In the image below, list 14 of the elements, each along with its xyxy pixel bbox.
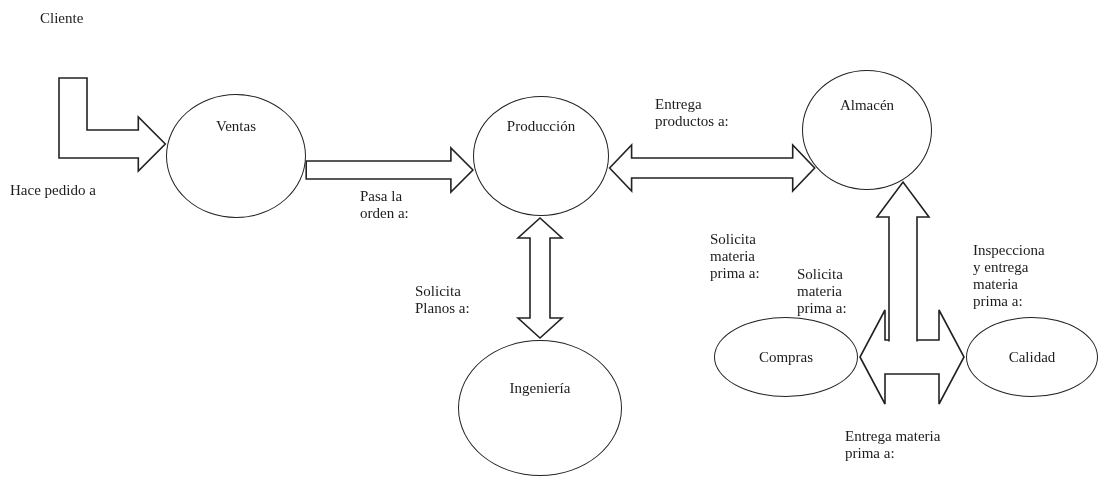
node-label: Ventas xyxy=(216,117,256,135)
node-label: Ingeniería xyxy=(509,379,571,397)
node-label: Almacén xyxy=(839,96,895,114)
block-arrow xyxy=(515,216,565,340)
node-label: Producción xyxy=(506,117,576,135)
block-arrow xyxy=(859,309,965,405)
node-label: Compras xyxy=(758,348,814,366)
node-label: Calidad xyxy=(1008,348,1056,366)
block-arrow xyxy=(875,180,931,343)
edge-label: Hace pedido a xyxy=(10,182,96,199)
block-arrow xyxy=(305,146,475,194)
block-arrow xyxy=(608,143,816,193)
block-arrow xyxy=(58,77,167,173)
node-label: Cliente xyxy=(40,10,84,27)
